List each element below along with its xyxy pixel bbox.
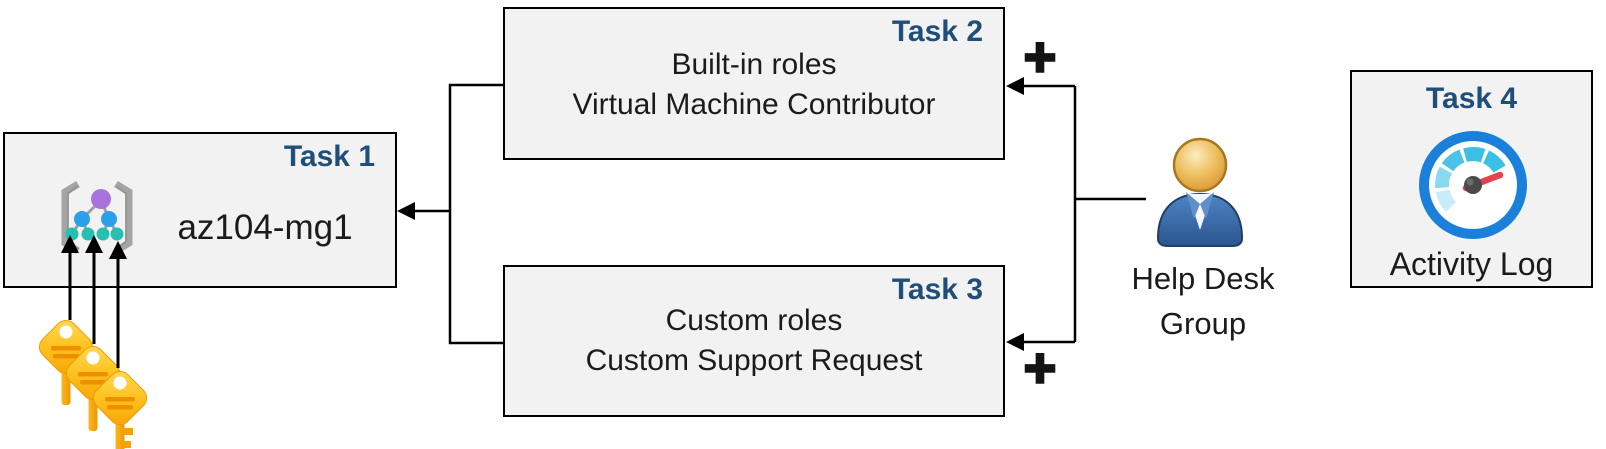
task2-box: Task 2 Built-in roles Virtual Machine Co… (503, 7, 1005, 160)
task1-box: Task 1 az104-mg1 (3, 132, 397, 288)
key-3 (92, 370, 148, 449)
help-desk-line2: Group (1159, 306, 1247, 341)
task3-box: Task 3 Custom roles Custom Support Reque… (503, 265, 1005, 417)
left-branch-connector (413, 83, 503, 345)
task2-line2: Virtual Machine Contributor (572, 88, 936, 121)
management-group-icon (61, 181, 133, 254)
person-icon (1156, 137, 1244, 247)
task2-text: Built-in roles Virtual Machine Contribut… (505, 45, 1003, 125)
task3-line1: Custom roles (665, 304, 843, 337)
arrowhead-into-task1 (397, 202, 415, 220)
gauge-hub (1464, 176, 1482, 194)
task1-label: Task 1 (283, 140, 375, 173)
keys-icon (38, 319, 148, 449)
task3-line2: Custom Support Request (585, 344, 923, 377)
bracket-right (114, 181, 133, 254)
child-node (74, 211, 90, 227)
leaf-node (65, 227, 79, 241)
gauge-segments (1435, 147, 1506, 212)
child-node (101, 211, 117, 227)
person-lapel-right (1200, 192, 1214, 219)
task3-text: Custom roles Custom Support Request (505, 301, 1003, 381)
leaf-node (81, 227, 95, 241)
task4-label: Task 4 (1425, 82, 1518, 115)
plus-icon-top: + (1022, 24, 1057, 90)
help-desk-line1: Help Desk (1131, 261, 1275, 296)
activity-log-gauge-icon (1419, 131, 1527, 239)
person-head (1172, 137, 1228, 193)
task4-caption: Activity Log (1389, 246, 1554, 282)
plus-icon-bottom: + (1022, 335, 1057, 401)
leaf-node (110, 227, 124, 241)
help-desk-group-label: Help Desk Group (1103, 256, 1303, 346)
root-node (91, 189, 111, 209)
task2-line1: Built-in roles (671, 48, 837, 81)
gauge-hub-highlight (1466, 178, 1474, 186)
task3-label: Task 3 (891, 273, 983, 306)
person-lapel-left (1186, 192, 1200, 219)
leaf-node (96, 227, 110, 241)
management-group-name: az104-mg1 (177, 208, 353, 247)
task2-label: Task 2 (891, 15, 983, 48)
task4-box: Task 4 Activity Log (1350, 70, 1593, 288)
